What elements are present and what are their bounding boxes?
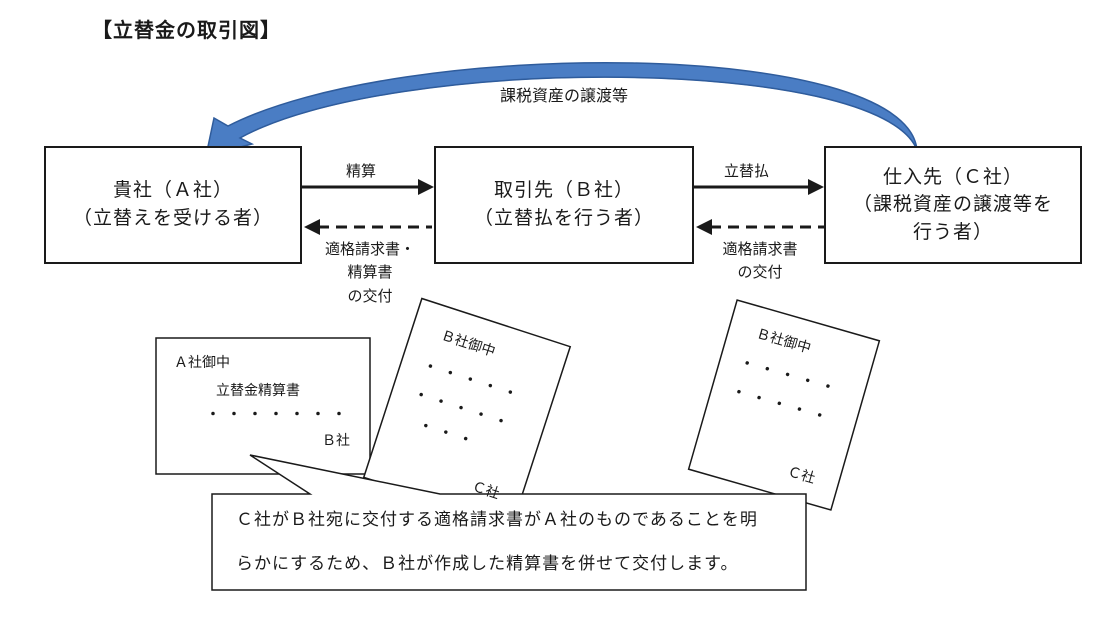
entity-b-name: 取引先（Ｂ社） <box>493 179 634 202</box>
invoice-1-addressee: Ｂ社御中 <box>438 327 498 361</box>
settlement-dots: ・・・・・・・ <box>206 407 353 423</box>
diagram-title: 【立替金の取引図】 <box>92 18 281 42</box>
settlement-addressee: Ａ社御中 <box>174 355 230 371</box>
settlement-arrow <box>302 179 434 195</box>
settlement-label: 精算 <box>346 162 377 180</box>
arc-label: 課税資産の譲渡等 <box>500 86 629 105</box>
explanation-note: Ｃ社がＢ社宛に交付する適格請求書がＡ社のものであることを明 らかにするため、Ｂ社… <box>212 494 806 590</box>
transfer-curved-arrow <box>205 62 918 158</box>
entity-a-name: 貴社（Ａ社） <box>112 179 233 202</box>
invoice-2-issuer: Ｃ社 <box>785 463 817 488</box>
entity-c-role-cont: 行う者） <box>912 220 993 243</box>
entity-box-a: 貴社（Ａ社） （立替えを受ける者） <box>44 146 302 264</box>
invoice-label: 適格請求書 の交付 <box>722 240 798 282</box>
settlement-issuer: Ｂ社 <box>322 433 350 449</box>
callout-bubble <box>211 454 807 591</box>
note-line-2: らかにするため、Ｂ社が作成した精算書を併せて交付します。 <box>236 554 739 574</box>
invoice-settlement-label: 適格請求書・ 精算書 の交付 <box>324 240 415 305</box>
entity-a-role: （立替えを受ける者） <box>72 207 273 229</box>
entity-b-role: （立替払を行う者） <box>473 207 654 229</box>
settlement-title: 立替金精算書 <box>216 383 300 399</box>
invoice-settlement-arrow <box>304 219 432 235</box>
settlement-document <box>155 337 371 475</box>
entity-box-c: 仕入先（Ｃ社） （課税資産の譲渡等を 行う者） <box>824 146 1082 264</box>
entity-c-role: （課税資産の譲渡等を <box>852 193 1053 216</box>
note-line-1: Ｃ社がＢ社宛に交付する適格請求書がＡ社のものであることを明 <box>236 510 758 530</box>
entity-box-b: 取引先（Ｂ社） （立替払を行う者） <box>434 146 694 264</box>
advance-payment-label: 立替払 <box>724 162 770 180</box>
invoice-arrow <box>696 219 824 235</box>
invoice-document-2 <box>687 299 881 511</box>
invoice-2-addressee: Ｂ社御中 <box>754 325 813 357</box>
advance-payment-arrow <box>694 179 824 195</box>
entity-c-name: 仕入先（Ｃ社） <box>882 165 1023 188</box>
